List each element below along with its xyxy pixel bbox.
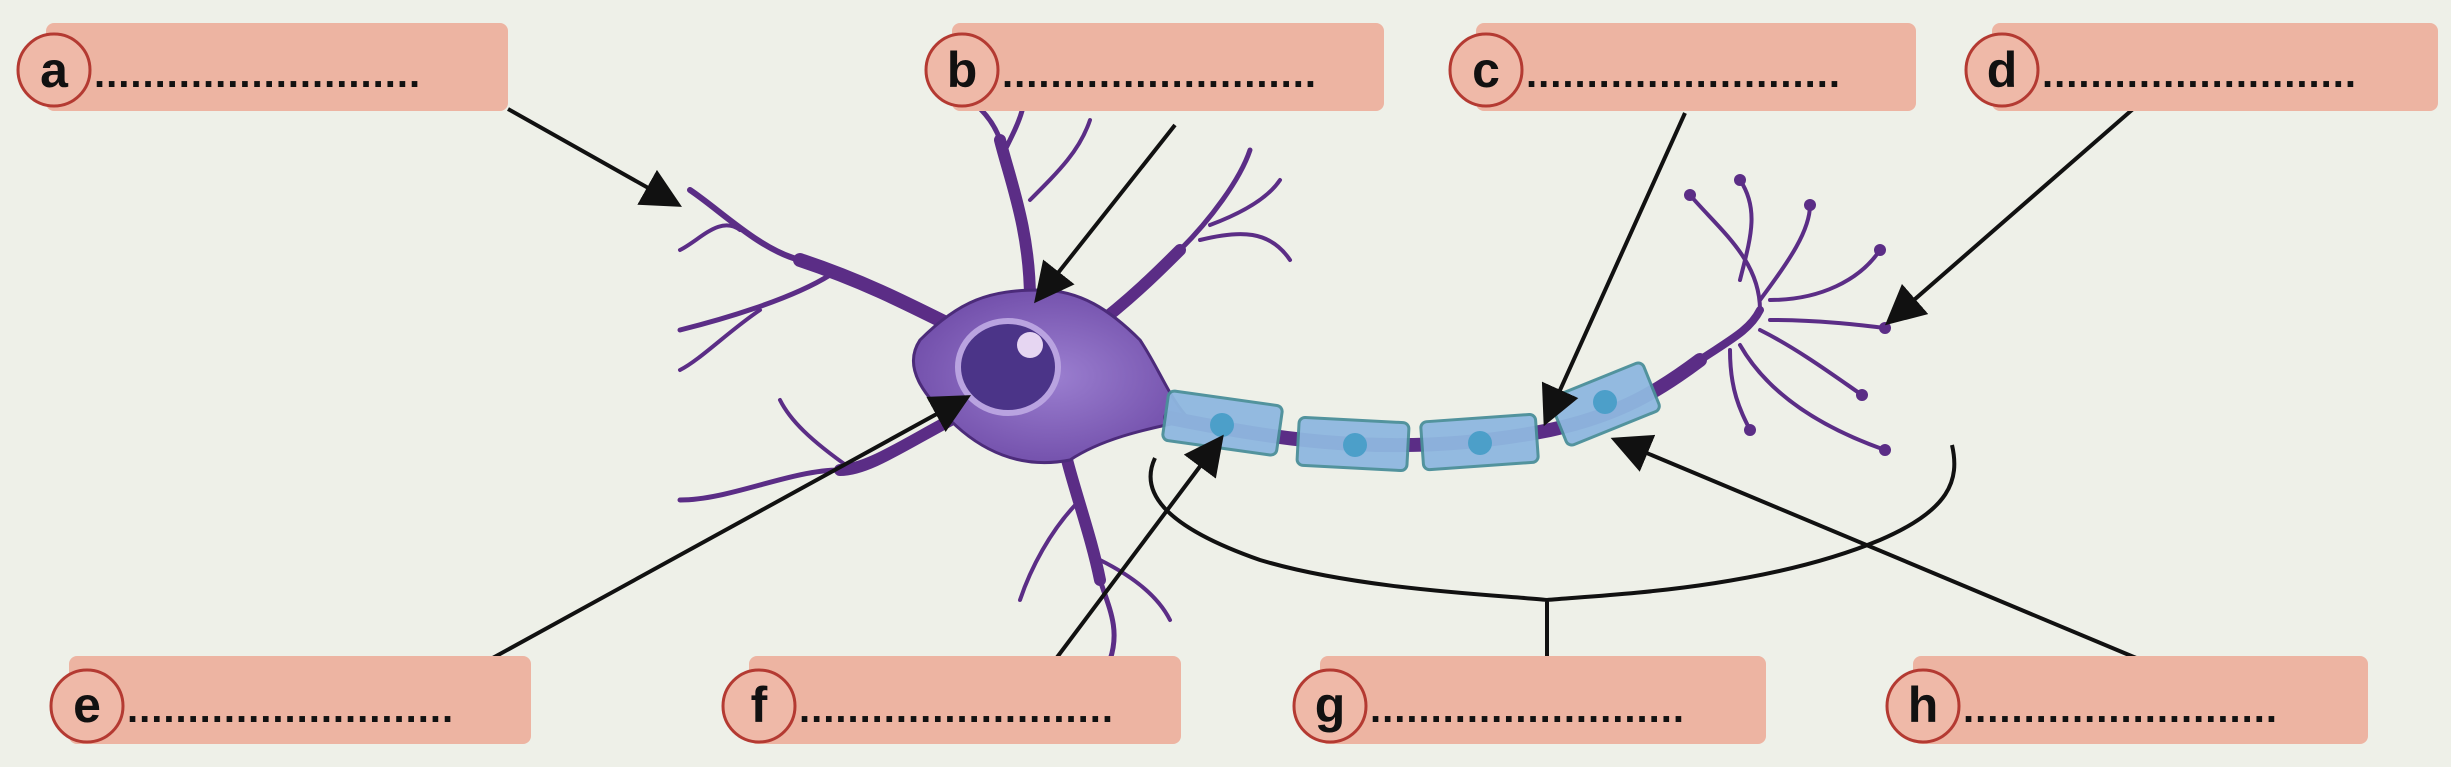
schwann-nuclei bbox=[1210, 390, 1617, 457]
label-g[interactable]: g .......................... bbox=[1292, 656, 1766, 744]
answer-blank[interactable]: ........................... bbox=[127, 687, 454, 731]
label-b[interactable]: b .......................... bbox=[924, 23, 1384, 111]
label-letter: d bbox=[1987, 42, 2018, 98]
label-letter: b bbox=[947, 42, 978, 98]
arrow-d bbox=[1884, 107, 2135, 326]
answer-blank[interactable]: .......................... bbox=[1370, 687, 1685, 731]
label-h[interactable]: h .......................... bbox=[1885, 656, 2368, 744]
arrow-c bbox=[1541, 112, 1687, 427]
label-letter: h bbox=[1908, 677, 1939, 733]
answer-blank[interactable]: .......................... bbox=[1002, 52, 1317, 96]
nucleolus bbox=[1017, 332, 1043, 358]
label-e[interactable]: e ........................... bbox=[49, 656, 531, 744]
answer-blank[interactable]: ........................... bbox=[94, 52, 421, 96]
label-letter: c bbox=[1472, 42, 1500, 98]
arrow-f bbox=[1053, 434, 1224, 662]
label-letter: a bbox=[40, 42, 69, 98]
pointer-arrows bbox=[488, 107, 2142, 662]
myelin-sheaths bbox=[1161, 361, 1661, 473]
axon-terminals bbox=[1684, 174, 1891, 456]
label-f[interactable]: f .......................... bbox=[721, 656, 1181, 744]
label-a[interactable]: a ........................... bbox=[16, 23, 508, 111]
arrow-h bbox=[1610, 434, 2142, 662]
arrow-e bbox=[488, 395, 972, 662]
arrow-b bbox=[1034, 123, 1177, 304]
answer-blank[interactable]: .......................... bbox=[1963, 687, 2278, 731]
label-c[interactable]: c .......................... bbox=[1448, 23, 1916, 111]
label-letter: g bbox=[1315, 677, 1346, 733]
arrow-a bbox=[507, 107, 682, 207]
nucleus bbox=[955, 318, 1061, 416]
neuron bbox=[677, 77, 1891, 663]
answer-blank[interactable]: .......................... bbox=[2042, 52, 2357, 96]
bracket-g bbox=[1148, 444, 1957, 656]
label-letter: f bbox=[751, 677, 768, 733]
label-d[interactable]: d .......................... bbox=[1964, 23, 2438, 111]
answer-blank[interactable]: .......................... bbox=[1526, 52, 1841, 96]
label-letter: e bbox=[73, 677, 101, 733]
answer-blank[interactable]: .......................... bbox=[799, 687, 1114, 731]
